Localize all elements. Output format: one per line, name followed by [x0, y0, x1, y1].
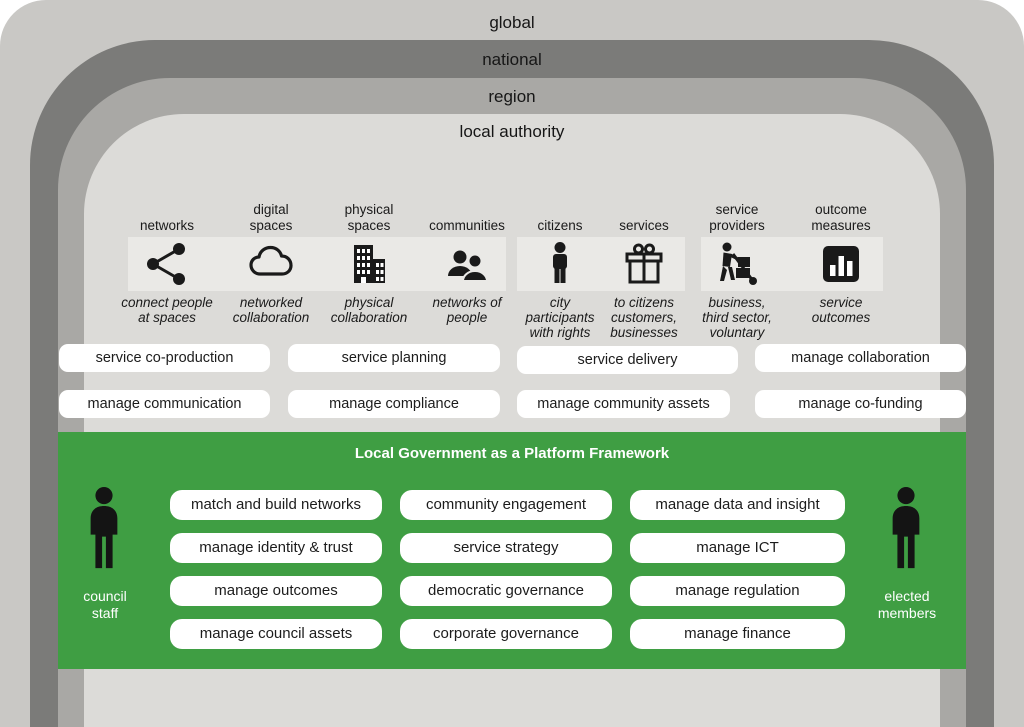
share-network-icon	[143, 240, 191, 288]
pill-service-co-production: service co-production	[59, 344, 270, 372]
label-outcome-measures: outcome measures	[811, 202, 871, 233]
btn-manage-regulation: manage regulation	[630, 576, 845, 606]
pill-manage-co-funding: manage co-funding	[755, 390, 966, 418]
btn-service-strategy: service strategy	[400, 533, 612, 563]
btn-manage-identity-trust: manage identity & trust	[170, 533, 382, 563]
label-communities: communities	[429, 218, 505, 233]
layer-label-local-authority: local authority	[459, 122, 565, 141]
pill-service-delivery: service delivery	[517, 346, 738, 374]
caption-physical-spaces: physical collaboration	[330, 295, 408, 325]
platform-framework-panel: Local Government as a Platform Framework…	[58, 432, 966, 669]
porter-trolley-icon	[713, 240, 761, 288]
elected-members-label: elected members	[877, 588, 937, 621]
label-citizens: citizens	[537, 218, 583, 233]
btn-manage-data-and-insight: manage data and insight	[630, 490, 845, 520]
pill-manage-collaboration: manage collaboration	[755, 344, 966, 372]
caption-communities: networks of people	[432, 295, 502, 325]
label-services: services	[619, 218, 669, 233]
btn-corporate-governance: corporate governance	[400, 619, 612, 649]
btn-match-and-build-networks: match and build networks	[170, 490, 382, 520]
btn-democratic-governance: democratic governance	[400, 576, 612, 606]
building-icon	[345, 240, 393, 288]
btn-manage-ict: manage ICT	[630, 533, 845, 563]
people-group-icon	[443, 240, 491, 288]
elected-members-icon	[879, 486, 933, 570]
pill-manage-communication: manage communication	[59, 390, 270, 418]
caption-services: to citizens customers, businesses	[610, 295, 678, 340]
layer-label-national: national	[482, 50, 542, 69]
pill-manage-community-assets: manage community assets	[517, 390, 730, 418]
person-icon	[536, 240, 584, 288]
bar-chart-icon	[817, 240, 865, 288]
label-networks: networks	[139, 218, 195, 233]
caption-outcome-measures: service outcomes	[811, 295, 871, 325]
layer-label-global: global	[489, 13, 535, 32]
icon-strip-spaces	[128, 237, 506, 291]
btn-manage-council-assets: manage council assets	[170, 619, 382, 649]
btn-community-engagement: community engagement	[400, 490, 612, 520]
pill-manage-compliance: manage compliance	[288, 390, 500, 418]
btn-manage-outcomes: manage outcomes	[170, 576, 382, 606]
label-physical-spaces: physical spaces	[344, 202, 394, 233]
panel-title: Local Government as a Platform Framework	[354, 445, 670, 462]
gift-icon	[620, 240, 668, 288]
pill-service-planning: service planning	[288, 344, 500, 372]
label-service-providers: service providers	[709, 202, 765, 233]
label-digital-spaces: digital spaces	[249, 202, 293, 233]
caption-digital-spaces: networked collaboration	[232, 295, 310, 325]
council-staff-icon	[77, 486, 131, 570]
caption-networks: connect people at spaces	[121, 295, 213, 325]
caption-citizens: city participants with rights	[525, 295, 595, 340]
caption-service-providers: business, third sector, voluntary	[702, 295, 772, 340]
layer-label-region: region	[488, 87, 536, 106]
council-staff-label: council staff	[83, 588, 127, 621]
cloud-icon	[247, 240, 295, 288]
btn-manage-finance: manage finance	[630, 619, 845, 649]
